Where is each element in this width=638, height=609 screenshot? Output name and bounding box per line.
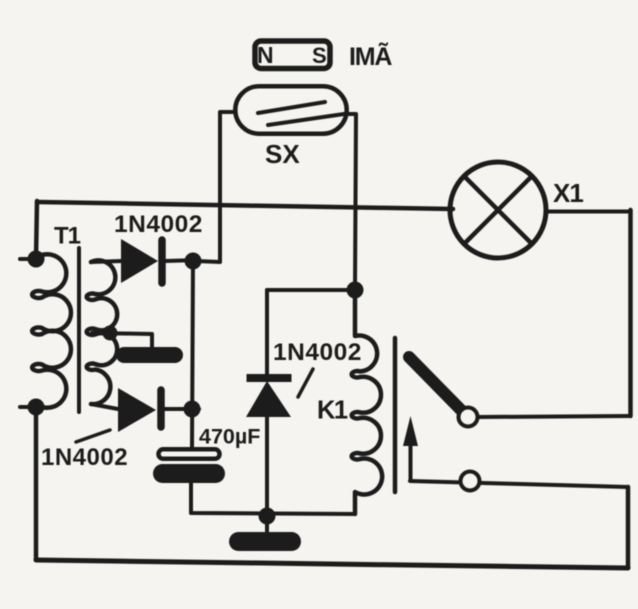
- svg-text:K1: K1: [317, 397, 348, 425]
- svg-text:N: N: [257, 42, 274, 68]
- svg-text:S: S: [312, 43, 327, 68]
- svg-text:IMÃ: IMÃ: [349, 41, 392, 71]
- svg-text:1N4002: 1N4002: [41, 444, 128, 471]
- svg-text:SX: SX: [265, 139, 300, 169]
- svg-text:T1: T1: [54, 223, 81, 250]
- svg-text:X1: X1: [553, 178, 583, 208]
- svg-text:1N4002: 1N4002: [273, 339, 362, 366]
- svg-text:1N4002: 1N4002: [114, 211, 203, 238]
- svg-text:470µF: 470µF: [199, 425, 260, 449]
